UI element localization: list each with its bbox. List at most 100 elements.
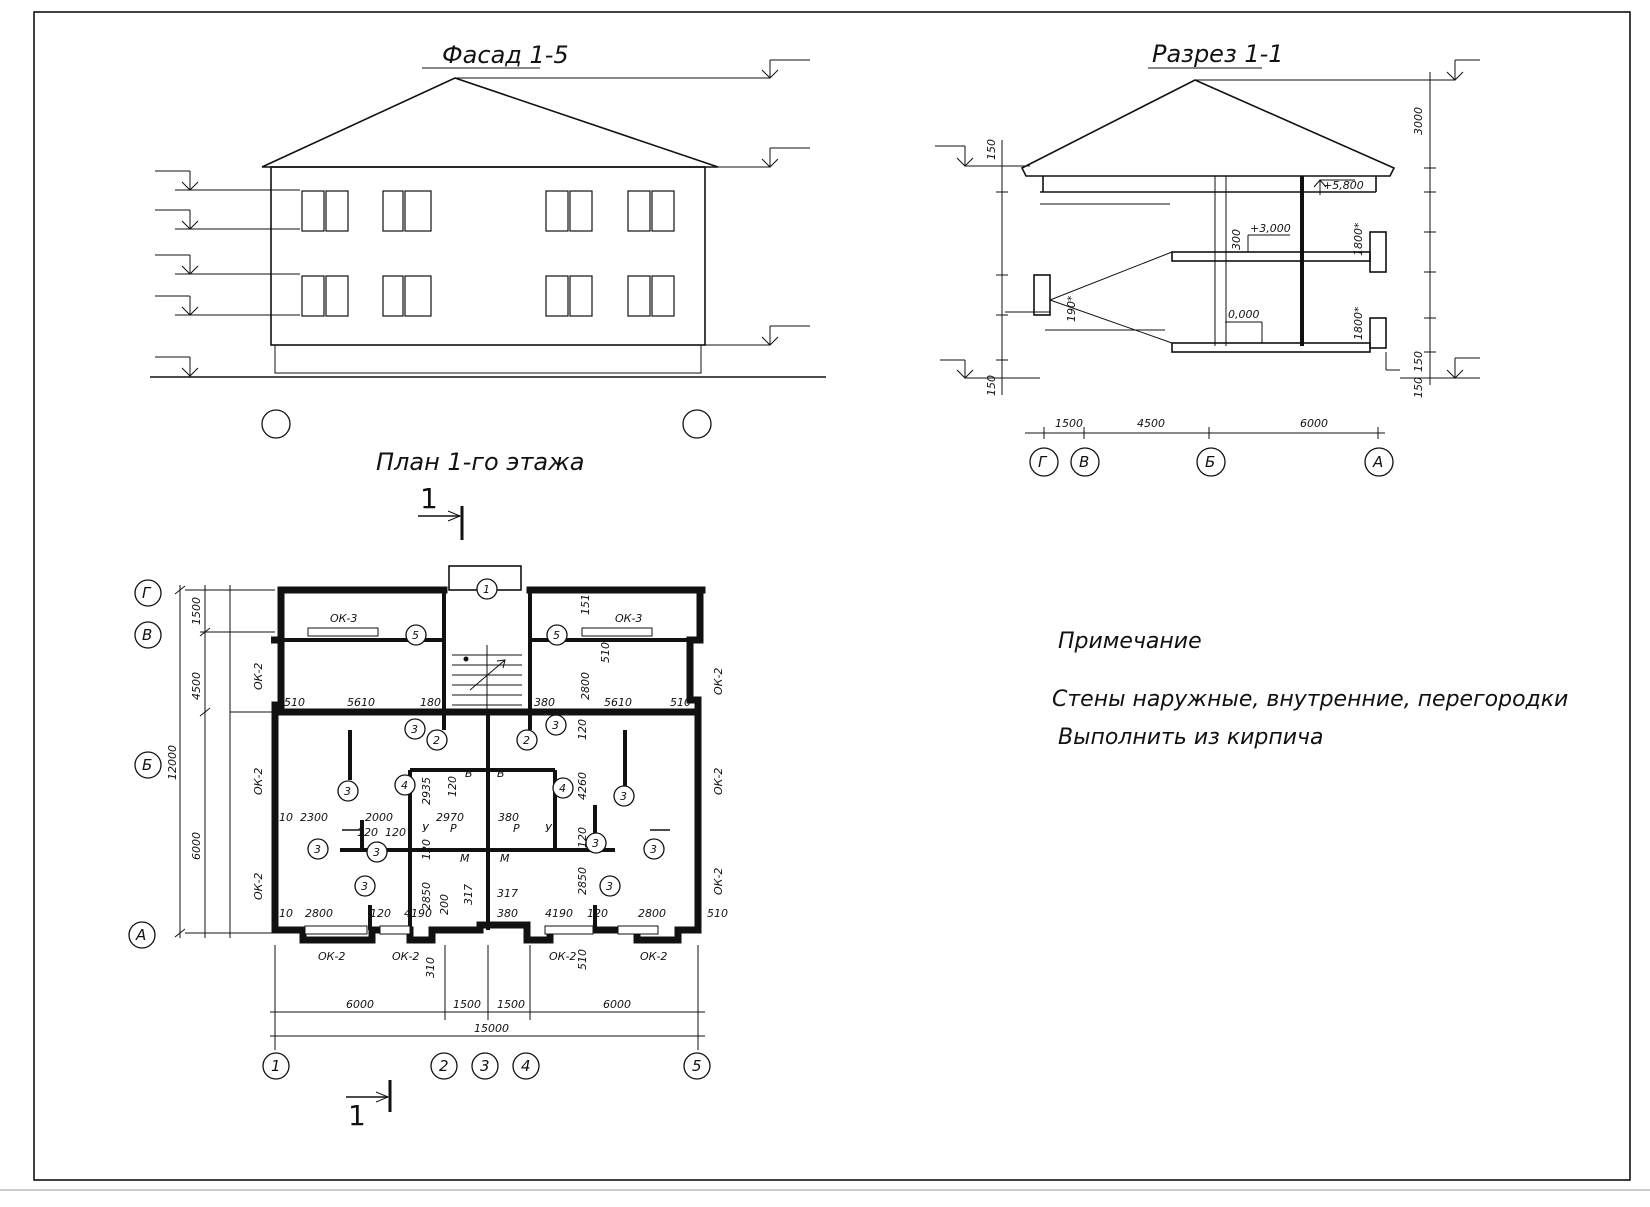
section-dim-eave: 150 (985, 139, 998, 160)
section-axis-markers: Г В Б А (1029, 447, 1394, 477)
svg-text:3: 3 (620, 790, 627, 803)
plan-letter-m-left: М (460, 852, 470, 865)
section-dim-roof-height: 3000 (1412, 107, 1425, 135)
section-dim-door: 190* (1065, 295, 1078, 322)
section-drawing: Разрез 1-1 (935, 40, 1480, 477)
svg-text:3: 3 (552, 719, 559, 732)
plan-left-dim-lines (174, 585, 275, 938)
svg-text:2000: 2000 (365, 811, 393, 824)
facade-level-marks-left (155, 170, 300, 377)
svg-text:Г: Г (1038, 453, 1048, 471)
plan-letter-m-right: М (500, 852, 510, 865)
plan-left-dim-total: 12000 (166, 745, 179, 780)
svg-text:2: 2 (439, 1057, 449, 1075)
plan-bottom-dim-total: 15000 (474, 1022, 509, 1035)
section-span-3: 6000 (1300, 417, 1328, 430)
plan-row-axes: Г В Б А (128, 579, 162, 949)
section-level-ground: 0,000 (1228, 308, 1260, 321)
svg-text:3: 3 (361, 880, 368, 893)
plan-room-markers: 1 5 5 3 2 2 3 3 4 4 3 3 3 3 3 3 3 (307, 578, 665, 897)
plan-letter-u-left: У (422, 822, 430, 835)
svg-text:120: 120 (576, 827, 589, 848)
svg-text:3: 3 (411, 723, 418, 736)
section-dim-plinth: 150 (1412, 351, 1425, 372)
facade-plinth (274, 344, 702, 374)
plan-left-dim-mid: 4500 (190, 672, 203, 700)
section-level-floor2: +3,000 (1250, 222, 1291, 235)
svg-text:120: 120 (357, 826, 378, 839)
svg-text:В: В (1079, 453, 1089, 471)
note-line-1: Стены наружные, внутренние, перегородки (1052, 687, 1568, 712)
facade-axis-5-circle (682, 409, 712, 439)
svg-text:510: 510 (272, 811, 293, 824)
svg-text:2850: 2850 (576, 867, 589, 895)
svg-text:1: 1 (271, 1057, 281, 1075)
plan-letter-r-right: Р (513, 822, 520, 835)
svg-text:200: 200 (438, 894, 451, 915)
svg-text:2: 2 (433, 734, 440, 747)
svg-text:120: 120 (385, 826, 406, 839)
svg-text:1: 1 (348, 1099, 366, 1132)
svg-text:4: 4 (401, 779, 408, 792)
svg-text:5610: 5610 (347, 696, 375, 709)
section-dim-window1: 1800* (1352, 306, 1365, 340)
section-bottom-dims (1025, 427, 1385, 439)
svg-text:120: 120 (420, 839, 433, 860)
plan-left-dim-top: 1500 (190, 597, 203, 625)
svg-text:310: 310 (424, 957, 437, 978)
section-cut-mark-bottom: 1 (346, 1080, 392, 1132)
plan-letter-u-right: У (545, 822, 553, 835)
svg-text:1517: 1517 (579, 587, 592, 615)
svg-text:380: 380 (534, 696, 555, 709)
plan-bottom-dim-1: 6000 (346, 998, 374, 1011)
facade-windows-lower (301, 275, 675, 317)
svg-text:3: 3 (373, 846, 380, 859)
plan-bottom-dim-lines (270, 945, 705, 1050)
section-level-marks (935, 59, 1480, 379)
plan-left-dim-bottom: 6000 (190, 832, 203, 860)
svg-text:510: 510 (599, 642, 612, 663)
svg-text:2850: 2850 (420, 882, 433, 910)
svg-text:4190: 4190 (545, 907, 573, 920)
facade-level-marks-right (455, 59, 810, 346)
plan-window-ok2-bl1: ОК-2 (318, 950, 345, 963)
note-title: Примечание (1058, 629, 1202, 654)
svg-text:2800: 2800 (579, 672, 592, 700)
section-dim-base-right: 150 (1412, 377, 1425, 398)
section-dim-base-left: 150 (985, 375, 998, 396)
section-level-roof: +5,800 (1323, 179, 1364, 192)
plan-window-ok2-l3: ОК-2 (252, 873, 265, 900)
svg-text:А: А (135, 926, 146, 944)
svg-text:5: 5 (553, 629, 560, 642)
plan-window-ok3-left: ОК-3 (330, 612, 357, 625)
facade-title: Фасад 1-5 (442, 41, 569, 69)
svg-text:510: 510 (670, 696, 691, 709)
svg-text:4190: 4190 (404, 907, 432, 920)
svg-text:3: 3 (480, 1057, 490, 1075)
section-roof (1020, 79, 1396, 177)
section-span-1: 1500 (1055, 417, 1083, 430)
plan-window-ok2-br1: ОК-2 (549, 950, 576, 963)
plan-title: План 1-го этажа (376, 448, 584, 476)
svg-text:180: 180 (420, 696, 441, 709)
svg-text:380: 380 (497, 907, 518, 920)
section-dim-window2: 1800* (1352, 222, 1365, 256)
plan-window-ok2-r1: ОК-2 (712, 668, 725, 695)
svg-text:380: 380 (498, 811, 519, 824)
svg-text:4: 4 (521, 1057, 531, 1075)
svg-text:1: 1 (420, 482, 438, 515)
svg-text:2300: 2300 (300, 811, 328, 824)
section-left-dim-chain (996, 140, 1170, 395)
svg-text:510: 510 (576, 949, 589, 970)
svg-text:3: 3 (344, 785, 351, 798)
plan-drawing: План 1-го этажа 1 1 (128, 448, 728, 1132)
plan-windows (304, 627, 659, 935)
svg-text:2935: 2935 (420, 777, 433, 805)
svg-text:4260: 4260 (576, 772, 589, 800)
section-title: Разрез 1-1 (1152, 40, 1284, 68)
note-block: Примечание Стены наружные, внутренние, п… (1052, 629, 1568, 750)
plan-window-ok2-r2: ОК-2 (712, 768, 725, 795)
plan-bottom-dim-2: 1500 (453, 998, 481, 1011)
section-cut-mark-top: 1 (418, 482, 464, 540)
